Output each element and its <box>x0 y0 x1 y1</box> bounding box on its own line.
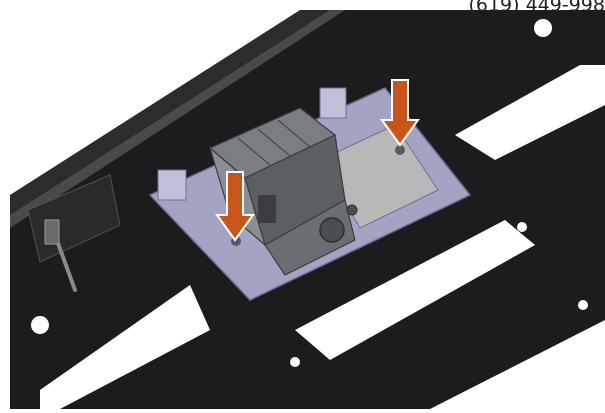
latch-rib-1 <box>237 137 271 166</box>
down-arrow-icon <box>215 171 255 242</box>
bracket-tab-right <box>319 87 347 119</box>
latch-pivot-small <box>346 204 358 216</box>
phone-number-text: (619) 449-998 <box>468 0 605 16</box>
tray-hole-3 <box>517 222 527 232</box>
tray-cutout-lower-right <box>430 320 605 409</box>
down-arrow-icon <box>380 79 420 147</box>
arrow-right <box>380 79 420 147</box>
bracket-screw-hole-right <box>395 145 405 155</box>
latch-mechanism <box>208 107 358 276</box>
latch-rib-2 <box>257 128 291 157</box>
latch-rib-3 <box>277 119 311 148</box>
arrow-left <box>215 171 255 242</box>
tray-hole-1 <box>534 19 552 37</box>
latch-button <box>258 195 276 223</box>
bracket-tab-left <box>157 169 187 201</box>
tray-hole-2 <box>31 316 49 334</box>
cable-connector <box>44 219 60 245</box>
tray-rear-wall-highlight <box>10 10 345 228</box>
tray-cutout-upper-right <box>455 65 605 160</box>
tray-hole-4 <box>290 357 300 367</box>
tray-hole-5 <box>578 300 588 310</box>
tray-cutout-center <box>295 220 535 360</box>
tray-cutout-lower-left <box>40 285 210 409</box>
latch-pivot-large <box>319 217 345 243</box>
